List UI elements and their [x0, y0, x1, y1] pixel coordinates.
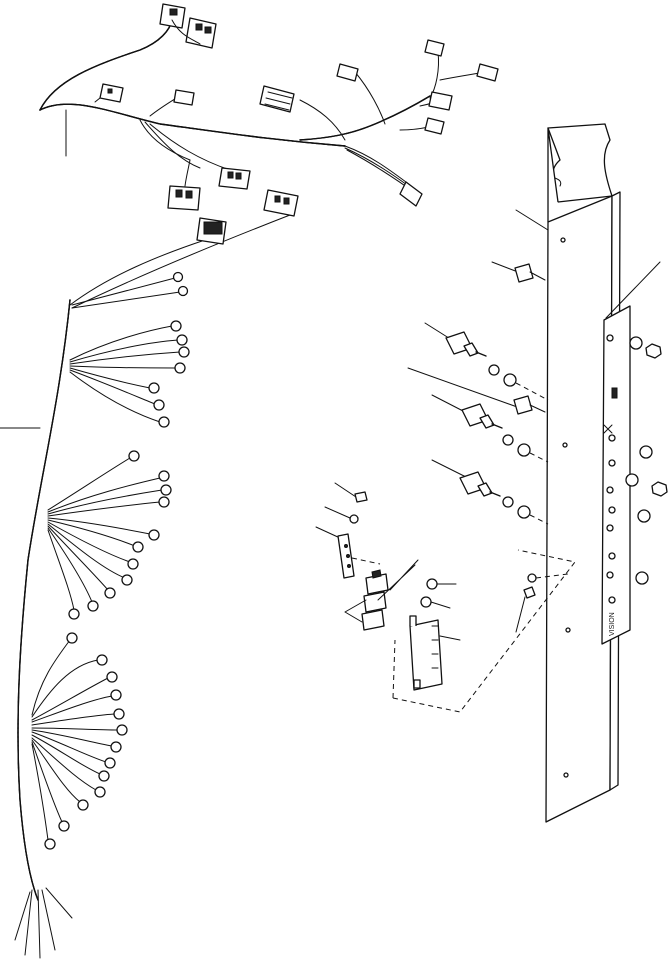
ring-terminal-icon — [44, 632, 128, 850]
connector-icon — [99, 83, 124, 103]
connector-icon — [159, 3, 186, 29]
label-plate — [601, 305, 631, 645]
nut-icon — [625, 336, 668, 585]
panel-marking: VISION — [609, 612, 616, 636]
terminal-branch-2 — [47, 450, 172, 620]
terminal-strip-icon — [337, 533, 355, 579]
leader-line — [315, 526, 341, 539]
toggle-switch-icon — [461, 403, 503, 429]
washer-icon — [349, 514, 359, 524]
connector-icon — [196, 217, 227, 245]
terminal-branch-3 — [31, 632, 128, 850]
connector-icon — [476, 63, 499, 82]
terminal-branch-1 — [69, 271, 190, 428]
connector-icon — [263, 189, 299, 217]
bolt-icon — [354, 491, 368, 503]
leader-line — [377, 559, 419, 601]
lower-connectors — [69, 189, 299, 309]
toggle-switch-icon — [445, 331, 487, 357]
washer-icon — [426, 578, 438, 590]
connector-icon — [259, 85, 295, 113]
leader-line — [515, 209, 549, 231]
ring-terminal-icon — [68, 450, 172, 620]
toggle-switch-icon — [459, 471, 501, 497]
leader-line — [491, 261, 519, 273]
leader-line — [430, 601, 451, 609]
connector-icon — [336, 63, 359, 82]
washer-icon — [517, 443, 531, 457]
connector-icon — [173, 89, 195, 106]
leader-line — [344, 599, 367, 623]
leader-line — [439, 635, 461, 641]
washer-icon — [488, 364, 500, 376]
leader-line — [431, 459, 469, 479]
mounting-panel: VISION — [515, 123, 661, 823]
leader-line — [605, 261, 661, 319]
switch-position-icon — [603, 334, 618, 604]
connector-icon — [424, 117, 445, 135]
connector-icon — [185, 17, 217, 49]
connector-icon — [218, 167, 251, 190]
washer-icon — [420, 596, 432, 608]
washer-icon — [527, 573, 537, 583]
toggle-switch-set — [407, 261, 668, 585]
leader-line — [324, 506, 351, 519]
washer-icon — [502, 434, 514, 446]
bolt-icon — [513, 395, 546, 415]
connector-icon — [167, 185, 201, 211]
coiled-conduit — [0, 299, 73, 959]
ring-terminal-icon — [148, 271, 190, 428]
washer-icon — [502, 496, 514, 508]
leader-line — [407, 367, 521, 409]
washer-icon — [517, 505, 531, 519]
leader-line — [334, 482, 357, 498]
connector-icon — [424, 39, 445, 57]
connector-icon — [399, 181, 423, 207]
bolt-icon — [515, 586, 536, 633]
relay-block-detail — [315, 482, 576, 713]
washer-icon — [503, 373, 517, 387]
bolt-icon — [514, 263, 546, 283]
upper-wiring-harness — [39, 3, 499, 211]
bracket-icon — [409, 615, 443, 691]
leader-line — [431, 394, 466, 413]
connector-icon — [428, 91, 453, 111]
